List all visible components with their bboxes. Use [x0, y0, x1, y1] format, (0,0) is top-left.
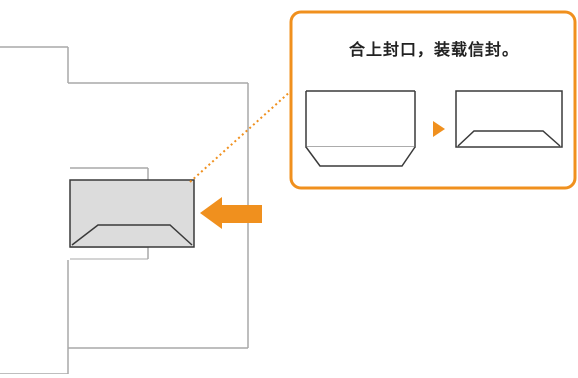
envelope-in-slot: [69, 179, 195, 248]
closed-envelope-illustration: [455, 90, 563, 148]
triangle-right-icon: [433, 121, 445, 137]
arrow-left-icon: [200, 197, 262, 229]
open-envelope-illustration: [305, 90, 416, 167]
callout-leader-line: [189, 89, 293, 183]
callout-instruction-text: 合上封口，装载信封。: [348, 40, 519, 59]
